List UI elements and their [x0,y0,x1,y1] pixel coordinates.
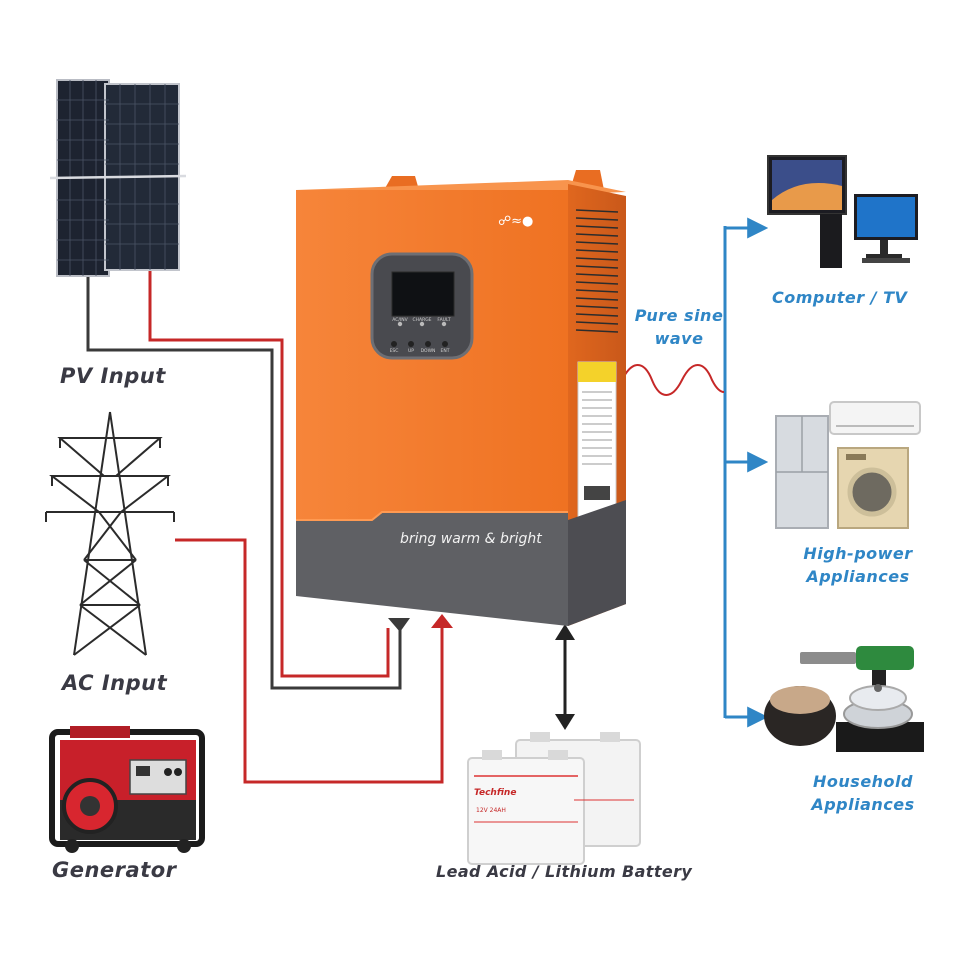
battery-icon [467,732,641,865]
pv-dc-wire [86,270,402,690]
battery-label: Lead Acid / Lithium Battery [436,862,693,881]
battery-link-arrow [555,624,575,730]
pure-sine-wave-label: Pure sine wave [634,306,724,348]
pv-input-label: PV Input [60,364,166,388]
battery-brand: Techfine [474,788,516,798]
inverter-unit: ☍≈● [296,170,626,626]
pv-arrow-head [388,618,410,632]
led-label-charge: CHARGE [412,317,431,323]
power-tower-icon [45,411,175,656]
solar-panel-icon [49,79,187,277]
high-power-appliances-icon [775,401,921,529]
ac-input-label: AC Input [62,671,168,695]
battery-spec: 12V 24AH [476,807,506,814]
svg-text:☍≈●: ☍≈● [498,214,533,229]
high-power-label: High-power Appliances [803,544,913,586]
button-label-up: UP [408,348,414,354]
household-label: Household Appliances [811,772,915,814]
ac-input-wire [175,538,444,784]
led-label-acinv: AC/INV [392,317,408,323]
generator-label: Generator [52,858,177,882]
button-label-ent: ENT [441,348,450,354]
output-bus [723,217,769,728]
computer-tv-icon [767,155,918,268]
led-label-fault: FAULT [437,317,450,323]
computer-tv-label: Computer / TV [772,288,908,307]
household-appliances-icon [764,646,924,752]
button-label-esc: ESC [390,348,399,354]
inverter-slogan: bring warm & bright [400,531,542,547]
generator-icon [49,726,205,853]
sine-wave [621,364,725,396]
ac-arrow-head [431,614,453,628]
button-label-down: DOWN [421,348,436,354]
